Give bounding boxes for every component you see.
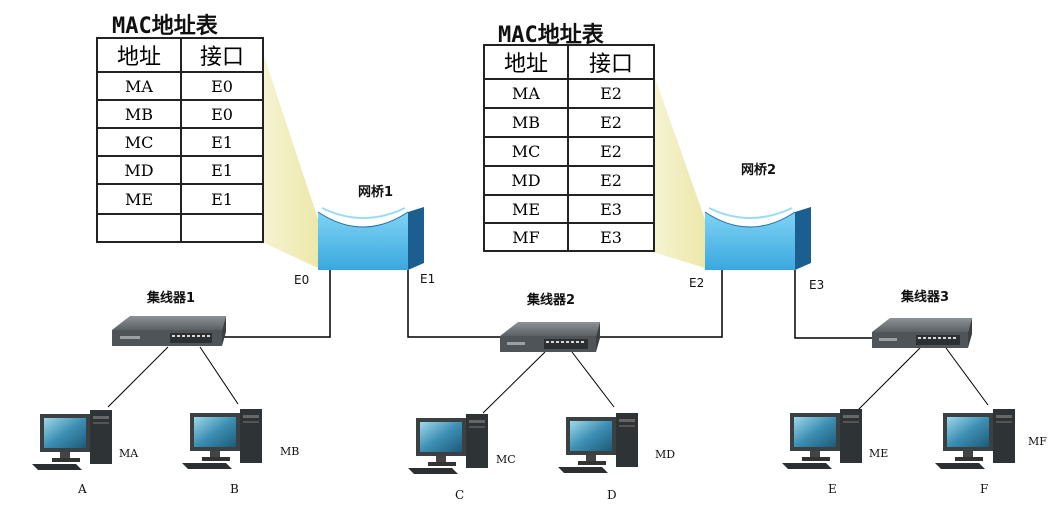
host-d-name: D [607,488,617,502]
mac-table-1-title: MAC地址表 [112,14,218,39]
bridge-1-port-e0: E0 [294,273,310,287]
mac-address-cell: MA [96,71,182,101]
hub-3-icon [872,318,972,348]
table-row: ME E1 [96,183,264,215]
mac-table-1-header-port: 接口 [180,37,264,73]
port-cell: E2 [567,136,655,167]
mac-address-cell: ME [96,183,182,215]
wire-e1-hub2 [407,270,502,338]
bridge-2-label: 网桥2 [741,163,777,178]
mac-table-2-header-address: 地址 [483,44,569,80]
callout-cone-1 [262,50,320,268]
table-row: MA E0 [96,71,264,101]
mac-address-cell [96,213,182,243]
table-row: MF E3 [483,222,655,252]
host-d-mac: MD [655,448,676,461]
hub-1-label: 集线器1 [147,291,196,306]
host-f-mac: MF [1028,435,1047,448]
host-c-mac: MC [496,453,516,466]
hub-2-icon [500,322,600,352]
mac-address-cell: MF [483,222,569,252]
bridge-2-port-e3: E3 [809,278,825,292]
mac-address-cell: ME [483,194,569,224]
table-row: MB E0 [96,99,264,129]
computer-a-icon [32,410,112,470]
computer-f-icon [935,409,1015,469]
wire-hub1-a [107,346,169,408]
port-cell: E1 [180,127,264,157]
host-a-mac: MA [119,447,139,460]
wire-e3-hub3 [794,270,875,339]
host-e-mac: ME [869,447,889,460]
host-c-name: C [455,488,465,502]
table-row: ME E3 [483,194,655,224]
table-row: MD E2 [483,165,655,196]
mac-address-cell: MA [483,78,569,109]
port-cell: E3 [567,194,655,224]
table-row: MC E2 [483,136,655,167]
mac-address-cell: MC [96,127,182,157]
wire-hub2-c [482,351,546,414]
callout-cone-2 [653,72,707,268]
mac-address-cell: MD [483,165,569,196]
table-row: MA E2 [483,78,655,109]
computer-c-icon [408,414,488,474]
wire-e2-hub2 [590,270,723,338]
port-cell: E0 [180,99,264,129]
computer-b-icon [182,409,262,469]
bridge-1-icon [317,207,424,270]
mac-address-cell: MC [483,136,569,167]
table-row: MB E2 [483,107,655,138]
mac-address-cell: MD [96,155,182,185]
wire-hub2-d [571,351,615,408]
port-cell [180,213,264,243]
hub-3-label: 集线器3 [901,290,950,305]
port-cell: E1 [180,183,264,215]
host-e-name: E [828,482,837,496]
port-cell: E2 [567,78,655,109]
bridge-2-port-e2: E2 [689,276,705,290]
bridge-1-port-e1: E1 [420,272,436,286]
port-cell: E2 [567,107,655,138]
host-f-name: F [980,482,989,496]
mac-address-cell: MB [96,99,182,129]
table-row [96,213,264,243]
host-a-name: A [78,482,87,496]
port-cell: E2 [567,165,655,196]
mac-table-2-header-port: 接口 [567,44,655,80]
table-row: MD E1 [96,155,264,185]
computer-d-icon [558,413,638,473]
computer-e-icon [782,409,862,469]
hub-2-label: 集线器2 [527,293,576,308]
mac-address-cell: MB [483,107,569,138]
wire-e0-hub1 [222,270,331,338]
wire-hub3-f [945,347,989,406]
wire-hub3-e [857,347,921,411]
hub-1-icon [112,316,226,346]
wire-hub1-b [199,346,239,405]
port-cell: E0 [180,71,264,101]
mac-table-1: 地址 接口 MA E0 MB E0 MC E1 MD E1 ME E1 [96,37,264,243]
mac-table-2: 地址 接口 MA E2 MB E2 MC E2 MD E2 ME E3 MF E… [483,44,655,252]
table-row: MC E1 [96,127,264,157]
bridge-1-label: 网桥1 [358,185,394,200]
host-b-mac: MB [280,445,300,458]
port-cell: E3 [567,222,655,252]
mac-table-2-title: MAC地址表 [498,23,604,48]
bridge-2-icon [704,207,811,270]
host-b-name: B [230,482,239,496]
mac-table-1-header-address: 地址 [96,37,182,73]
port-cell: E1 [180,155,264,185]
